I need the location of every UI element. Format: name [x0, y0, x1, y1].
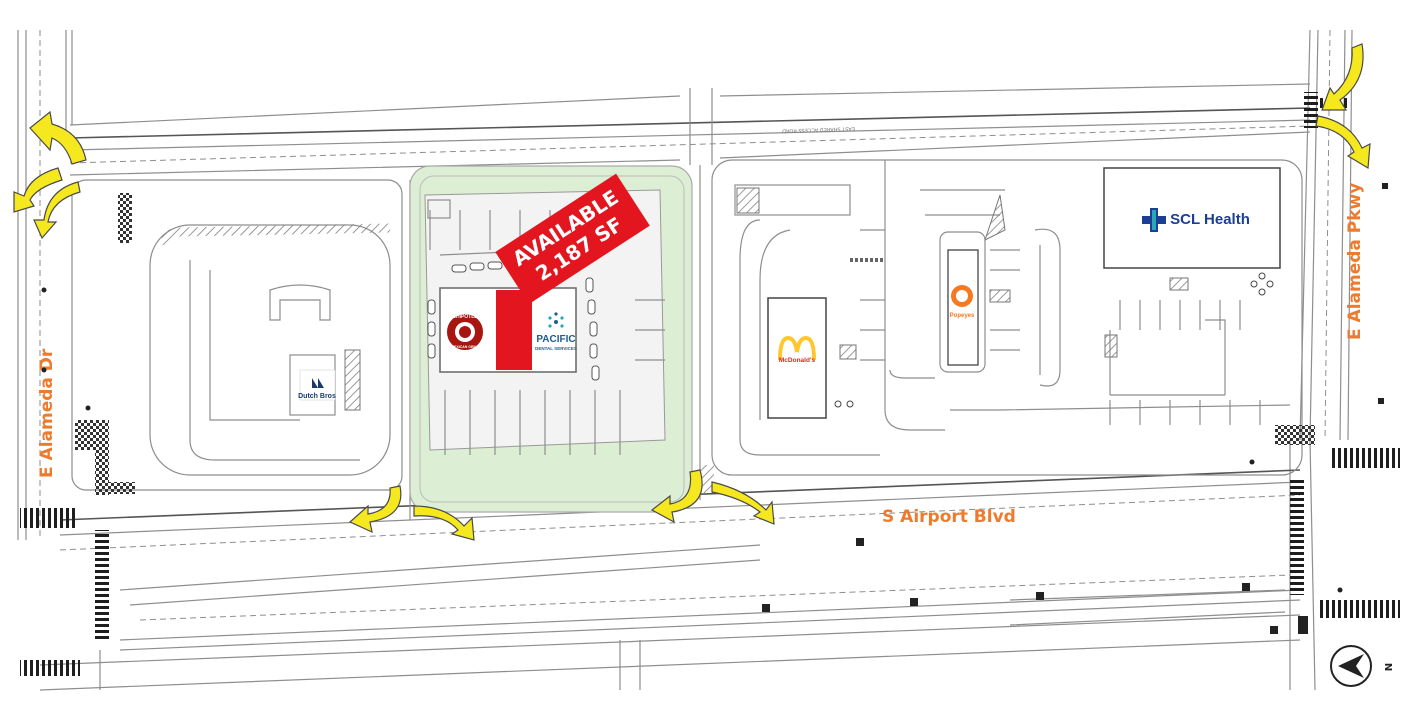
mcdonalds-building: McDonald's: [767, 297, 827, 419]
scl-health-building: SCL Health: [1103, 167, 1281, 269]
access-arrows: [13, 43, 1371, 541]
north-arrow-label: N: [1384, 663, 1395, 671]
street-label-west: E Alameda Dr: [37, 348, 57, 478]
access-arrow-s-4: [711, 481, 775, 525]
popeyes-text: Popeyes: [950, 313, 975, 319]
chipotle-logo: CHIPOTLE MEXICAN GRILL: [445, 312, 485, 352]
mcdonalds-text: McDonald's: [779, 357, 816, 364]
access-arrow-s-3: [650, 469, 703, 524]
popeyes-logo: Popeyes: [950, 285, 975, 319]
street-label-south: S Airport Blvd: [882, 507, 1016, 527]
mcdonalds-logo: McDonald's: [778, 335, 816, 364]
access-arrow-nw-3: [33, 181, 81, 240]
street-label-north-access: EAST SHARED ACCESS ROAD: [782, 125, 855, 134]
pacific-text: PACIFIC: [536, 334, 575, 345]
dutch-bros-logo: Dutch Bros: [298, 369, 336, 401]
scl-health-text: SCL Health: [1170, 211, 1250, 228]
dutch-bros-text: Dutch Bros: [298, 393, 336, 400]
dutch-bros-site: Dutch Bros: [71, 179, 403, 495]
access-arrow-ne-1: [1321, 43, 1364, 111]
access-arrow-nw-1: [29, 110, 87, 165]
access-arrow-s-2: [413, 505, 475, 541]
access-arrow-nw-2: [13, 167, 63, 213]
east-site: McDonald's Popeyes SCL Health: [711, 159, 1303, 476]
popeyes-building: Popeyes: [947, 249, 979, 366]
available-suite: [496, 290, 532, 370]
street-label-east: E Alameda Pkwy: [1345, 183, 1365, 340]
road-markers: [41, 183, 1388, 634]
building-available: CHIPOTLE MEXICAN GRILL PACIFIC DENTAL SE…: [439, 287, 577, 373]
crosswalks: [20, 92, 1400, 676]
chipotle-text: CHIPOTLE: [452, 314, 478, 320]
access-arrow-s-1: [348, 485, 402, 534]
north-arrow: N: [1330, 645, 1395, 687]
scl-health-logo: SCL Health: [1142, 208, 1250, 232]
north-arrow-icon: [1338, 654, 1364, 678]
pacific-subtext: DENTAL SERVICES: [535, 346, 577, 351]
chipotle-subtext: MEXICAN GRILL: [451, 345, 479, 349]
pacific-dental-logo: PACIFIC DENTAL SERVICES: [535, 312, 577, 351]
available-pad: CHIPOTLE MEXICAN GRILL PACIFIC DENTAL SE…: [409, 165, 693, 513]
access-arrow-ne-2: [1315, 115, 1371, 170]
